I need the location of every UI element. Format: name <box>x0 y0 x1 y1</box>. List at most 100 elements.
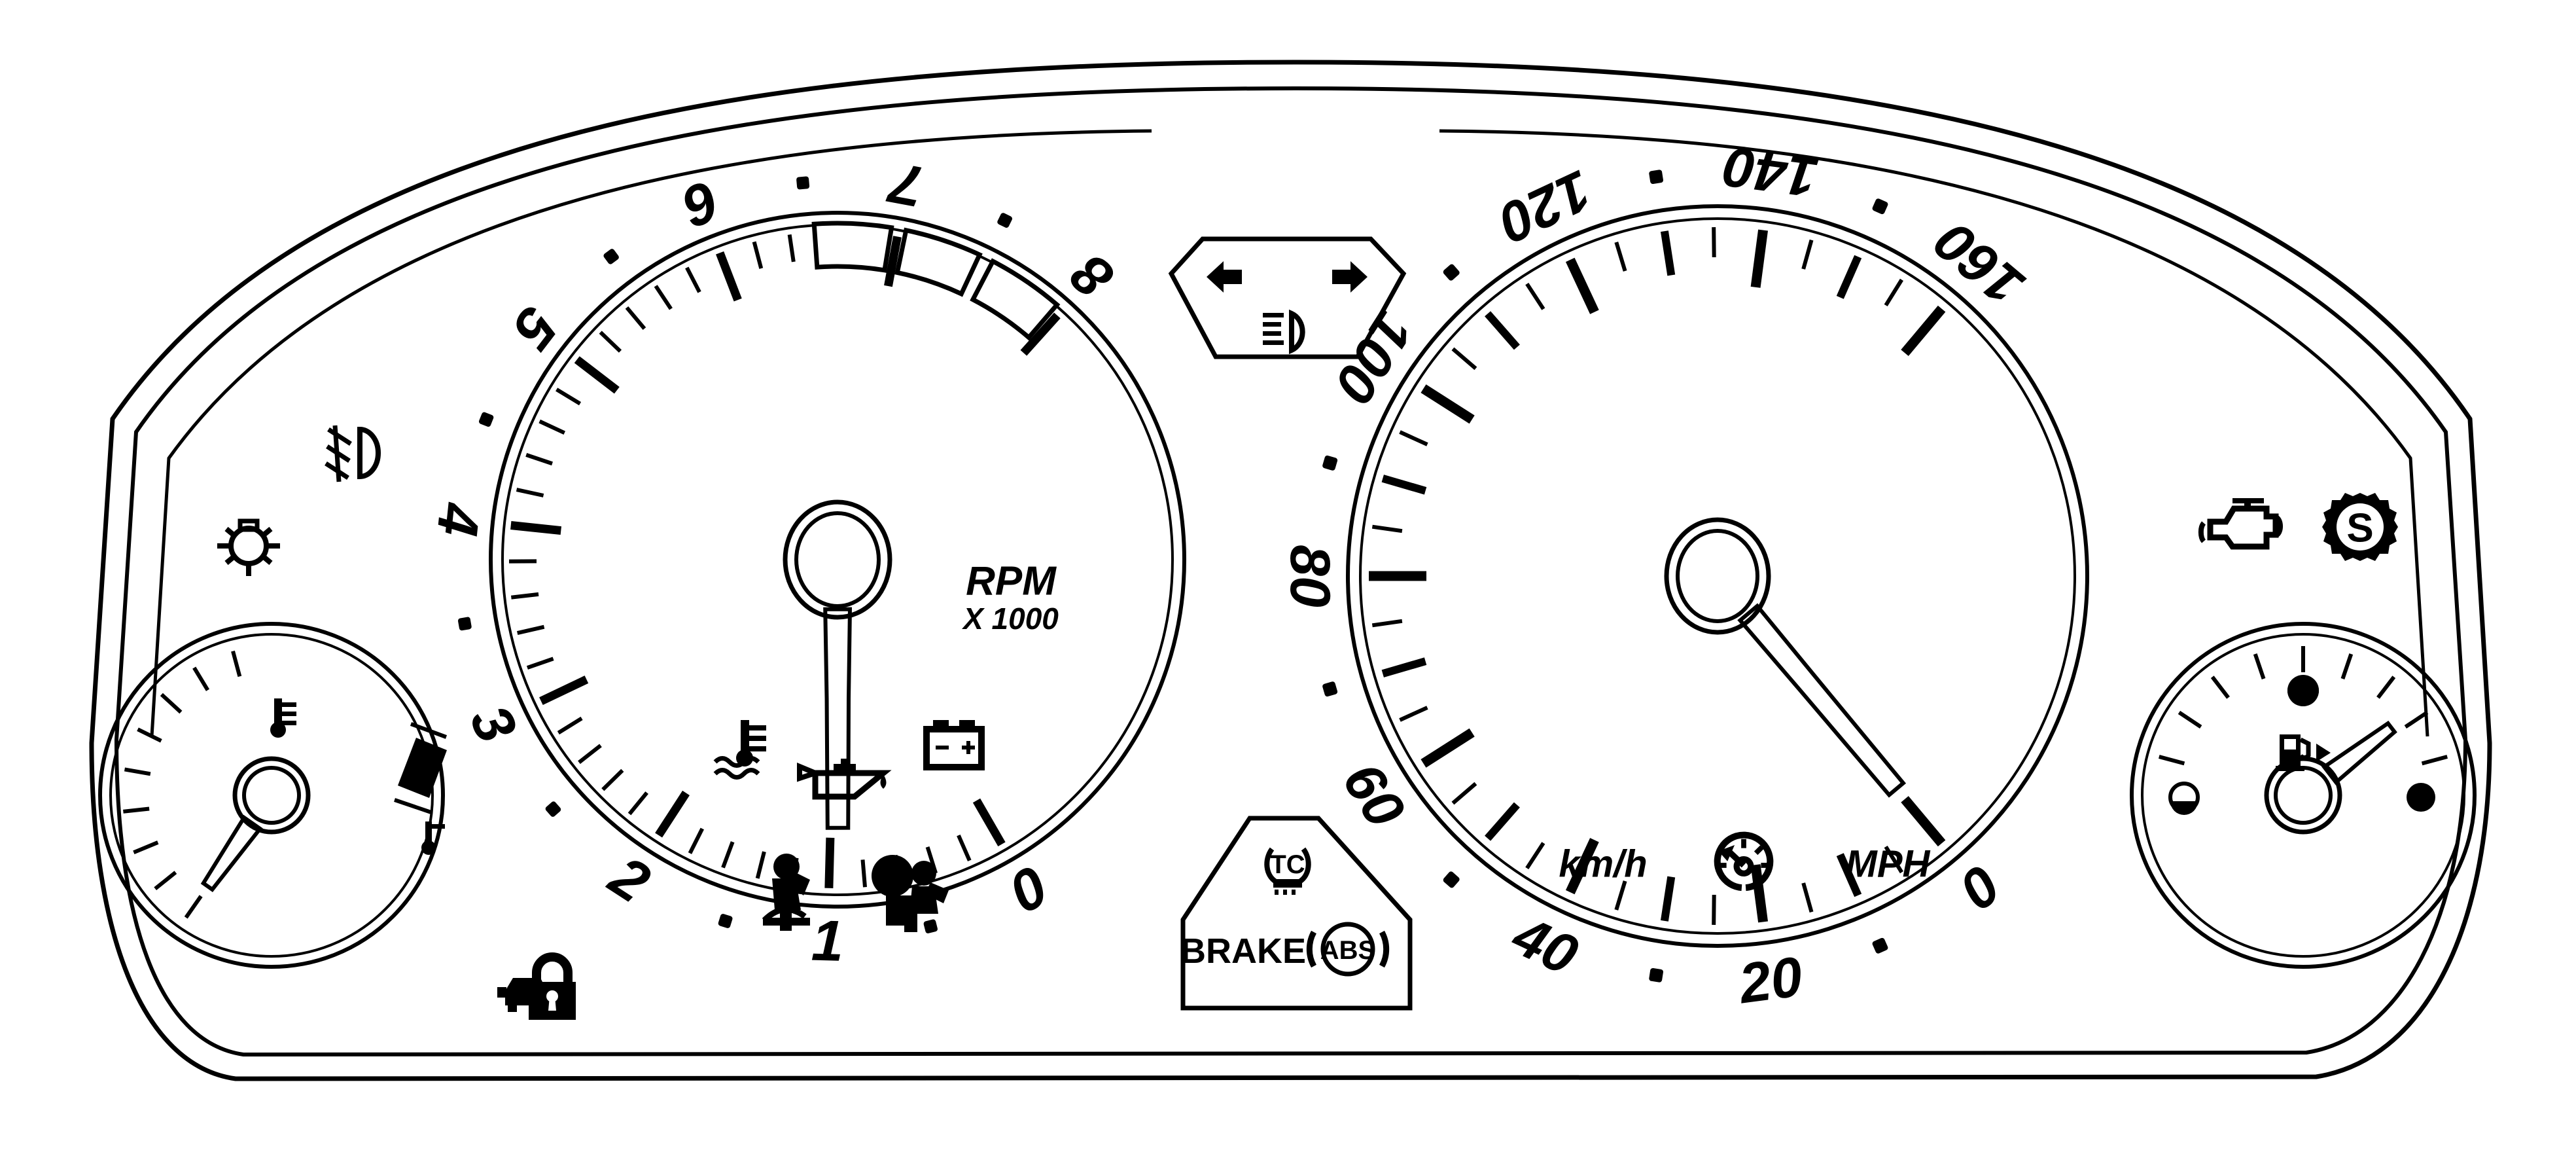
speedometer-tick-label: 120 <box>1489 158 1601 255</box>
tachometer-unit-primary: RPM <box>966 559 1057 604</box>
tick-minor <box>2340 653 2354 679</box>
speedometer-dot-marker <box>1649 967 1663 983</box>
tick-minor <box>137 727 162 743</box>
vehicle-security-icon <box>497 952 576 1020</box>
tachometer-unit-secondary: X 1000 <box>961 602 1059 636</box>
tick-mid <box>1381 475 1427 495</box>
temp-hot-zone <box>394 722 448 814</box>
tick-major <box>1750 864 1769 923</box>
tick-major <box>539 676 589 705</box>
speedometer-dot-marker <box>1443 264 1460 281</box>
brake-abs-panel: TC BRAKE ABS <box>1180 816 1413 1011</box>
fuel-full-icon <box>2286 674 2320 706</box>
tick-minor <box>123 806 150 814</box>
tick-minor <box>556 388 582 406</box>
speedometer-dot-marker <box>1322 681 1338 697</box>
tick-minor <box>625 306 646 331</box>
tachometer-dot-marker <box>457 617 472 631</box>
cluster-inner-trim <box>150 129 2429 737</box>
tick-minor <box>526 657 554 670</box>
tick-minor <box>160 693 183 714</box>
tick-major <box>1565 838 1599 895</box>
speedometer-dot-marker <box>1322 455 1338 471</box>
tick-major <box>1565 257 1599 314</box>
thermometer-low-icon <box>270 698 296 738</box>
tick-major <box>510 521 562 535</box>
speedometer-dot-marker <box>1649 170 1663 185</box>
tick-major <box>972 798 1006 846</box>
tachometer-dot-marker <box>545 801 561 817</box>
tachometer-dot-marker <box>718 914 733 928</box>
tick-minor <box>184 895 203 919</box>
speedometer-dot-marker <box>1443 871 1460 888</box>
tick-minor <box>517 624 545 635</box>
tick-minor <box>2158 755 2185 766</box>
tick-minor <box>1451 782 1477 805</box>
tachometer-tick-label: 7 <box>883 150 928 220</box>
tick-mid <box>1660 230 1676 276</box>
tick-minor <box>1371 619 1403 628</box>
speedometer-unit-kmh: km/h <box>1559 843 1647 886</box>
tick-major <box>884 236 902 287</box>
tick-minor <box>1884 845 1904 874</box>
tick-minor <box>2376 676 2396 699</box>
tick-minor <box>599 331 622 353</box>
tick-mid <box>1381 657 1427 677</box>
high-beam-icon <box>1263 309 1305 355</box>
left-turn-signal-icon <box>1207 261 1242 293</box>
abs-label: ABS <box>1320 936 1375 965</box>
tick-minor <box>538 419 566 435</box>
tick-major <box>1420 384 1475 424</box>
tick-minor <box>525 453 553 466</box>
tick-minor <box>688 827 704 854</box>
lamp-out-icon <box>217 518 280 576</box>
tick-minor <box>1801 882 1814 913</box>
tachometer-hub <box>783 499 892 620</box>
tick-minor <box>957 834 972 861</box>
speedometer-tick-label: 20 <box>1735 945 1806 1016</box>
tick-minor <box>627 791 648 816</box>
tick-minor <box>1614 880 1627 911</box>
tick-minor <box>510 592 539 600</box>
tachometer-tick-label: 1 <box>811 908 845 973</box>
tick-minor <box>752 241 764 269</box>
tachometer-tick-label: 3 <box>457 695 529 752</box>
fuel-level-gauge <box>2130 622 2477 969</box>
cluster-housing-outline <box>89 60 2492 1081</box>
seatbelt-reminder-icon <box>762 854 810 931</box>
tick-minor <box>2178 710 2202 729</box>
tick-major <box>1901 796 1946 847</box>
fuel-gauge-hub <box>2264 756 2342 835</box>
speedometer-tick-label: 80 <box>1279 545 1341 607</box>
tick-minor <box>231 650 242 677</box>
tick-minor <box>1525 842 1545 870</box>
tick-minor <box>1614 242 1627 272</box>
speedometer-tick-label: 60 <box>1330 752 1417 839</box>
tick-mid <box>1485 311 1520 350</box>
tick-mid <box>1660 876 1676 922</box>
tick-minor <box>1801 239 1814 270</box>
tick-minor <box>578 744 602 765</box>
tachometer-tick-label: 6 <box>674 168 728 240</box>
tick-minor <box>601 768 624 791</box>
tick-minor <box>1451 347 1477 370</box>
tick-major <box>574 356 620 394</box>
tick-minor <box>1371 524 1403 533</box>
tick-minor <box>787 234 796 262</box>
tick-mid <box>1836 853 1862 897</box>
engine-coolant-temperature-gauge <box>98 622 448 969</box>
traction-control-label: TC <box>1270 850 1305 879</box>
speedometer-tick-label: 0 <box>1947 854 2011 922</box>
tick-minor <box>154 871 177 891</box>
tick-minor <box>2253 653 2266 679</box>
tachometer-needle <box>823 607 853 830</box>
speed-limit-icon <box>1714 831 1774 892</box>
front-fog-light-icon <box>325 425 381 482</box>
fuel-half-icon <box>2407 783 2435 812</box>
tick-major <box>655 790 690 838</box>
tick-minor <box>860 859 867 888</box>
tachometer-redline-segment <box>894 227 983 297</box>
tick-major <box>1750 229 1769 288</box>
tick-major <box>716 251 742 302</box>
